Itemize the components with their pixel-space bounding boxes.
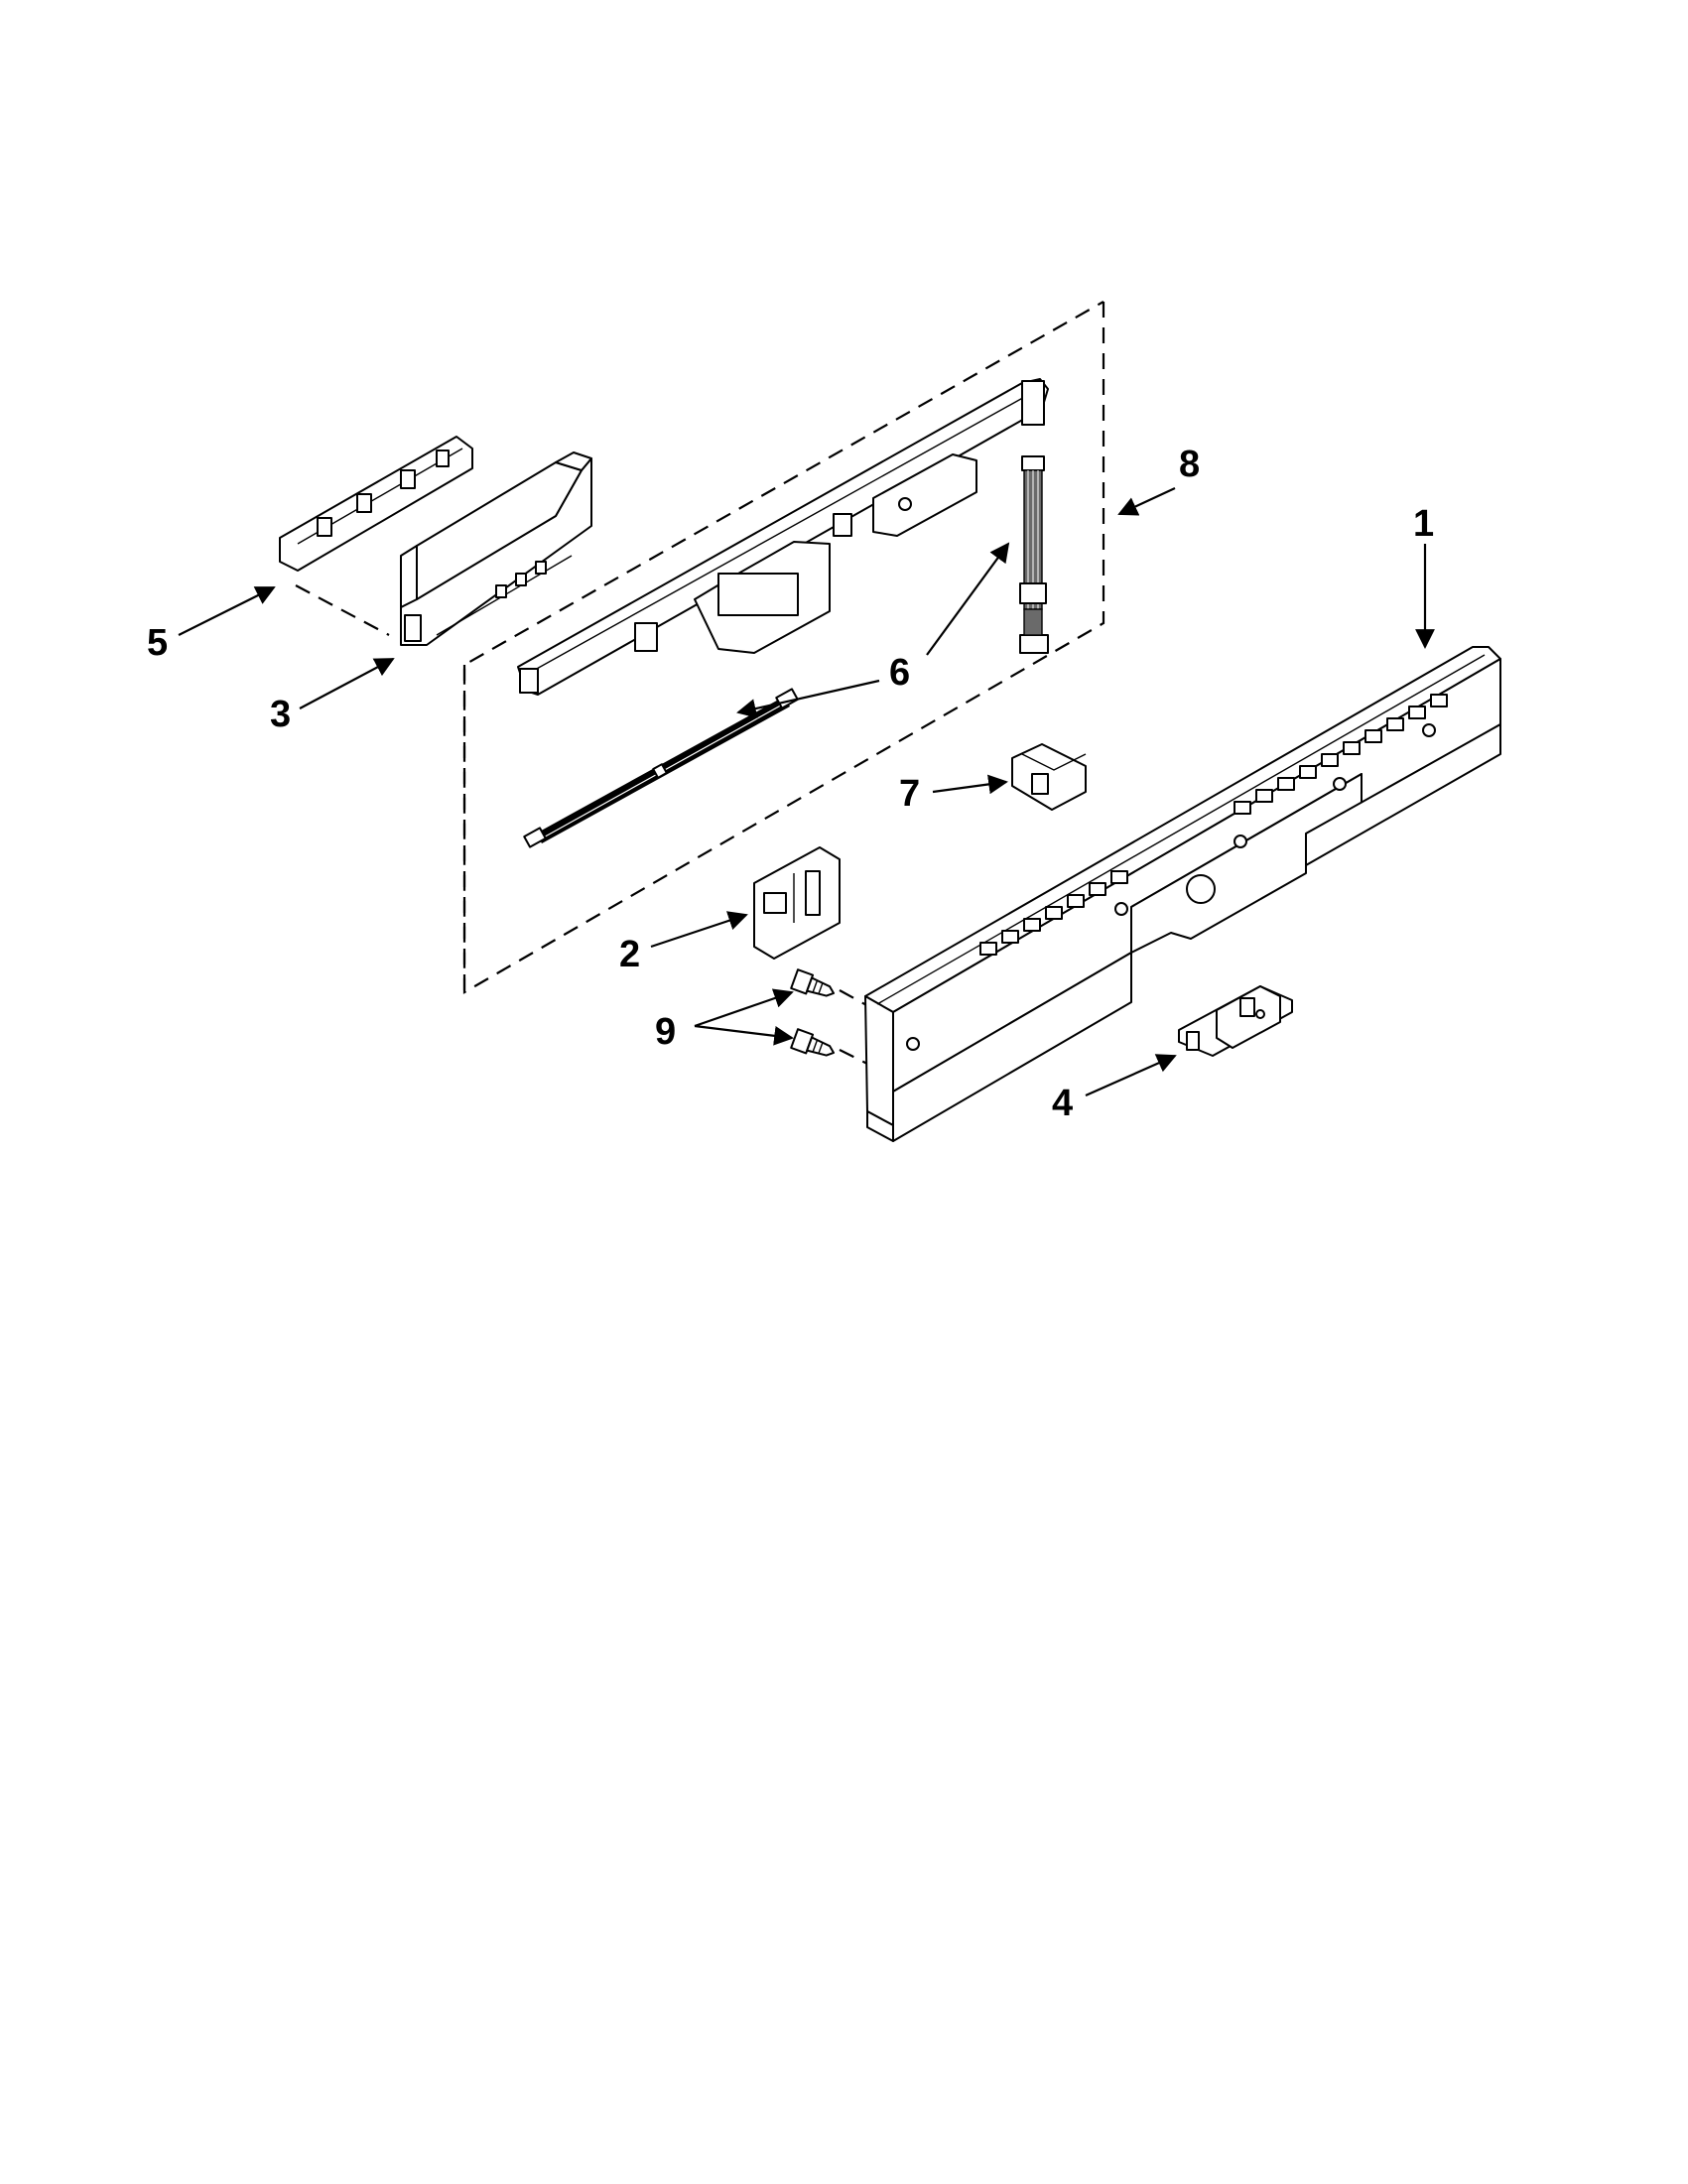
part-4-switch (1178, 985, 1293, 1057)
callout-7: 7 (899, 773, 920, 815)
part-7-clip (1011, 743, 1087, 811)
leader-5 (178, 586, 276, 636)
callout-4: 4 (1052, 1083, 1073, 1124)
callout-3: 3 (270, 694, 291, 735)
leader-6a (736, 679, 880, 718)
leader-9b (694, 1024, 794, 1046)
part-5-bracket (279, 436, 473, 572)
leader-2 (650, 911, 748, 949)
callout-6: 6 (889, 652, 910, 694)
leader-8 (1117, 487, 1176, 516)
leader-9a (694, 988, 794, 1028)
part-3-control-board (400, 451, 592, 646)
part-8-housing-rail (517, 378, 1049, 696)
part-6-harness-ribbon (523, 688, 799, 848)
callout-8: 8 (1179, 444, 1200, 485)
part-6-harness-vertical (1019, 455, 1049, 654)
leader-3 (299, 658, 395, 709)
leader-7 (932, 774, 1008, 795)
leader-lines (178, 487, 1435, 1097)
callout-labels: 1 2 3 4 5 6 7 8 9 (147, 444, 1434, 1124)
part-1-control-panel (864, 646, 1501, 1142)
leader-4 (1085, 1054, 1177, 1097)
callout-2: 2 (619, 934, 640, 975)
part-9-screws (790, 968, 836, 1057)
kit-dashed-outline (462, 301, 1105, 994)
callout-1: 1 (1413, 503, 1434, 545)
leader-6b (926, 542, 1010, 656)
callout-9: 9 (655, 1011, 676, 1053)
control-panel-buttons (979, 694, 1448, 956)
callout-5: 5 (147, 622, 168, 664)
part-2-bracket-plate (753, 846, 841, 960)
